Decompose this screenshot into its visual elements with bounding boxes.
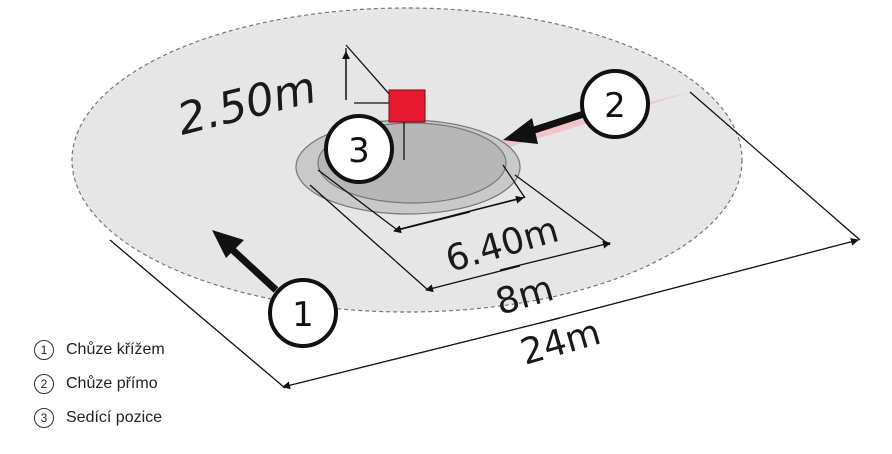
- marker-2-badge: 2: [580, 69, 650, 139]
- legend-number: 3: [34, 408, 54, 428]
- marker-1-number: 1: [292, 295, 314, 335]
- legend-label: Chůze přímo: [66, 375, 158, 392]
- inner-diameter-dimension: [317, 164, 526, 234]
- marker-2-arrowhead: [503, 118, 538, 144]
- legend-item: 2 Chůze přímo: [34, 367, 165, 401]
- legend-label: Sedící pozice: [66, 409, 163, 426]
- marker-2-arrow: [526, 108, 592, 136]
- legend-item: 1 Chůze křížem: [34, 333, 165, 367]
- sensor-icon: [388, 89, 426, 123]
- marker-3-badge: 3: [324, 114, 394, 184]
- marker-3-number: 3: [348, 131, 370, 171]
- marker-1-badge: 1: [268, 278, 338, 348]
- marker-2-number: 2: [604, 86, 626, 126]
- legend-label: Chůze křížem: [66, 341, 165, 358]
- legend-item: 3 Sedící pozice: [34, 401, 165, 435]
- legend: 1 Chůze křížem 2 Chůze přímo 3 Sedící po…: [34, 333, 165, 435]
- middle-diameter-dimension: [309, 174, 611, 293]
- legend-number: 1: [34, 340, 54, 360]
- outer-diameter-dimension: [109, 91, 861, 390]
- marker-1-arrowhead: [212, 230, 244, 258]
- outer-diameter-label: 24m: [516, 312, 605, 374]
- legend-number: 2: [34, 374, 54, 394]
